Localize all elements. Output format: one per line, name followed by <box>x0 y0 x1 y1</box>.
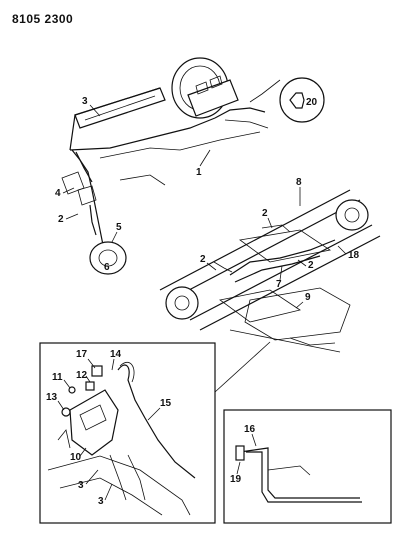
callout-11: 11 <box>52 372 63 383</box>
callout-2: 2 <box>308 260 314 271</box>
callout-17: 17 <box>76 349 88 360</box>
callout-4: 4 <box>55 188 61 199</box>
callout-15: 15 <box>160 398 172 409</box>
callout-3: 3 <box>78 480 84 491</box>
callout-2: 2 <box>200 254 206 265</box>
callout-9: 9 <box>305 292 311 303</box>
callout-7: 7 <box>276 279 282 290</box>
callout-3: 3 <box>98 496 104 507</box>
callout-3: 3 <box>82 96 88 107</box>
callout-5: 5 <box>116 222 122 233</box>
rear-chassis-assembly <box>159 189 381 353</box>
front-brake-rotor <box>61 171 127 275</box>
callout-18: 18 <box>348 250 360 261</box>
callout-10: 10 <box>70 452 82 463</box>
callout-14: 14 <box>110 349 122 360</box>
callout-2: 2 <box>262 208 268 219</box>
callout-6: 6 <box>104 262 110 273</box>
right-detail-box <box>223 409 392 524</box>
detail-circle-20 <box>249 77 325 123</box>
callout-13: 13 <box>46 392 58 403</box>
diagram-reference-number: 8105 2300 <box>12 12 74 26</box>
master-cylinder-assembly <box>171 57 239 119</box>
callout-19: 19 <box>230 474 242 485</box>
callout-12: 12 <box>76 370 88 381</box>
lower-detail-box <box>39 342 216 524</box>
callout-1: 1 <box>196 167 202 178</box>
callout-labels: 3 1 20 4 2 5 6 8 2 18 2 2 7 9 17 14 12 1 <box>46 96 360 507</box>
front-brake-tubes <box>69 87 269 251</box>
callout-8: 8 <box>296 177 302 188</box>
callout-16: 16 <box>244 424 256 435</box>
callout-2: 2 <box>58 214 64 225</box>
callout-20: 20 <box>306 97 318 108</box>
